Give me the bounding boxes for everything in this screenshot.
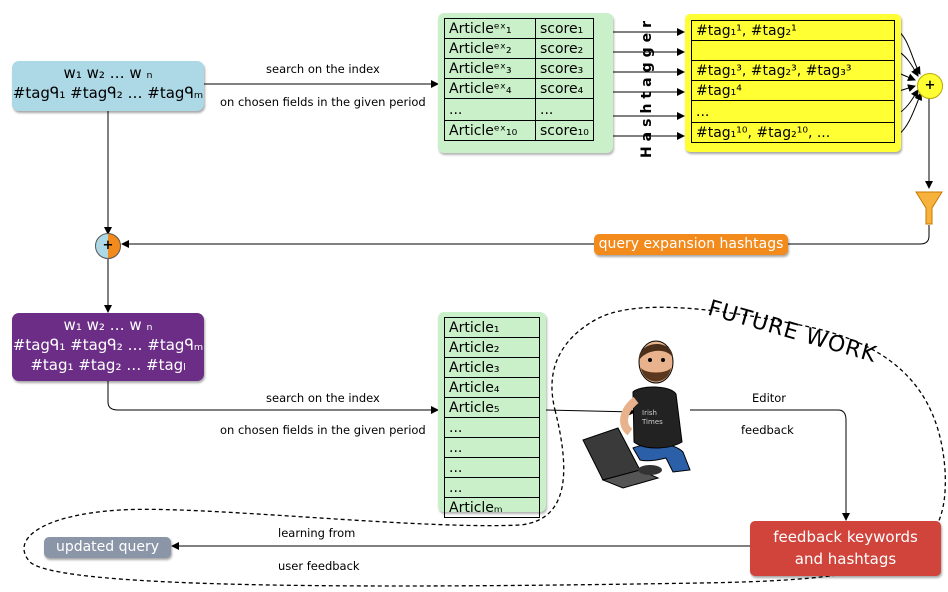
top-result-score: score₃ <box>535 58 594 79</box>
bottom-search-fields-label: on chosen fields in the given period <box>220 423 426 437</box>
top-result-article: Articleᵉˣ₁ <box>444 18 536 39</box>
top-result-article: Articleᵉˣ₄ <box>444 78 536 99</box>
svg-text:Times: Times <box>641 418 663 426</box>
feedback-keywords-box: feedback keywords and hashtags <box>750 521 941 576</box>
expanded-query-box: w₁ w₂ … w ₙ #tagᑫ₁ #tagᑫ₂ … #tagᑫₘ #tag₁… <box>12 313 204 381</box>
updated-query-box: updated query <box>44 537 171 558</box>
bottom-result-article: Articleₘ <box>444 497 540 518</box>
hashtag-row <box>691 40 895 61</box>
hashtagger-label: Hashtagger <box>639 15 655 159</box>
top-result-article: ... <box>444 98 536 121</box>
future-work-boundary <box>23 306 946 587</box>
expanded-query-hashtags: #tagᑫ₁ #tagᑫ₂ … #tagᑫₘ <box>12 336 204 354</box>
hashtag-cell <box>691 40 895 61</box>
bottom-result-row: Article₅ <box>444 397 540 418</box>
top-result-score: score₄ <box>535 78 594 99</box>
hashtag-cell: #tag₁⁴ <box>691 80 895 101</box>
bottom-result-article: ... <box>444 437 540 458</box>
bottom-result-row: ... <box>444 417 540 438</box>
bottom-result-row: Article₁ <box>444 317 540 338</box>
hashtag-row: #tag₁⁴ <box>691 80 895 101</box>
top-result-article: Articleᵉˣ₂ <box>444 38 536 59</box>
expanded-query-expansion: #tag₁ #tag₂ … #tagₗ <box>30 356 186 374</box>
bottom-result-article: ... <box>444 417 540 438</box>
bottom-result-article: Article₄ <box>444 377 540 398</box>
initial-query-box: w₁ w₂ … w ₙ #tagᑫ₁ #tagᑫ₂ … #tagᑫₘ <box>12 61 204 111</box>
top-result-score: ... <box>535 98 594 121</box>
top-result-score: score₁₀ <box>535 120 594 141</box>
bottom-result-article: Article₂ <box>444 337 540 358</box>
hashtag-row: ... <box>691 100 895 123</box>
bottom-result-row: ... <box>444 457 540 478</box>
user-feedback-label: user feedback <box>278 559 360 573</box>
top-result-article: Articleᵉˣ₁₀ <box>444 120 536 141</box>
hashtag-row: #tag₁³, #tag₂³, #tag₃³ <box>691 60 895 81</box>
bottom-result-article: Article₃ <box>444 357 540 378</box>
filter-funnel-icon <box>915 191 943 225</box>
initial-query-hashtags: #tagᑫ₁ #tagᑫ₂ … #tagᑫₘ <box>12 84 204 102</box>
bottom-result-row: Article₂ <box>444 337 540 358</box>
feedback-keywords-line2: and hashtags <box>794 550 897 568</box>
feedback-keywords-line1: feedback keywords <box>773 528 918 546</box>
top-result-row: ...... <box>444 98 594 121</box>
bottom-result-article: Article₅ <box>444 397 540 418</box>
bottom-result-row: ... <box>444 437 540 458</box>
bottom-result-row: Articleₘ <box>444 497 540 518</box>
svg-text:Irish: Irish <box>642 409 657 417</box>
learning-label: learning from <box>278 526 356 540</box>
bottom-result-article: ... <box>444 477 540 498</box>
bottom-result-row: Article₄ <box>444 377 540 398</box>
bottom-result-article: ... <box>444 457 540 478</box>
bottom-result-row: Article₃ <box>444 357 540 378</box>
top-result-score: score₁ <box>535 18 594 39</box>
editor-label: Editor <box>752 391 787 405</box>
bottom-search-label: search on the index <box>266 391 380 405</box>
hashtag-table: #tag₁¹, #tag₂¹#tag₁³, #tag₂³, #tag₃³#tag… <box>685 14 901 152</box>
hashtag-row: #tag₁¹⁰, #tag₂¹⁰, ... <box>691 122 895 143</box>
top-search-fields-label: on chosen fields in the given period <box>220 95 426 109</box>
bottom-result-row: ... <box>444 477 540 498</box>
top-result-article: Articleᵉˣ₃ <box>444 58 536 79</box>
editor-avatar: Irish Times <box>582 340 691 489</box>
top-result-score: score₂ <box>535 38 594 59</box>
hashtag-cell: #tag₁¹⁰, #tag₂¹⁰, ... <box>691 122 895 143</box>
top-search-label: search on the index <box>266 62 380 76</box>
hashtag-cell: #tag₁³, #tag₂³, #tag₃³ <box>691 60 895 81</box>
query-expansion-hashtags: query expansion hashtags <box>594 234 788 255</box>
merge-plus-icon-left: + <box>95 233 121 259</box>
hashtag-cell: #tag₁¹, #tag₂¹ <box>691 20 895 41</box>
editor-feedback-label: feedback <box>741 423 794 437</box>
initial-query-words: w₁ w₂ … w ₙ <box>63 64 153 82</box>
merge-plus-icon-right: + <box>917 73 943 99</box>
hashtag-cell: ... <box>691 100 895 123</box>
bottom-result-article: Article₁ <box>444 317 540 338</box>
expanded-query-words: w₁ w₂ … w ₙ <box>63 316 153 334</box>
hashtag-row: #tag₁¹, #tag₂¹ <box>691 20 895 41</box>
